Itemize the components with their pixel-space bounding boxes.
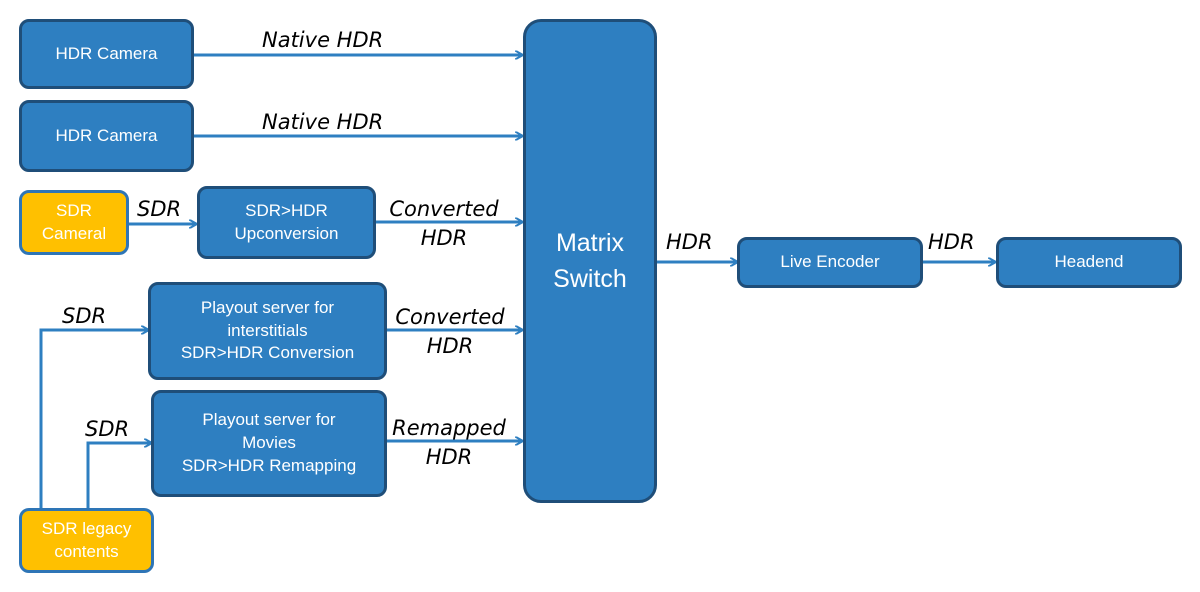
interstitials-line-2: interstitials	[227, 320, 308, 340]
sdr-legacy-contents: SDR legacy contents	[19, 508, 154, 573]
matrix-switch: Matrix Switch	[523, 19, 657, 503]
label-remapped-hdr: Remapped HDR	[390, 414, 508, 473]
hdr-camera-2: HDR Camera	[19, 100, 194, 172]
converted-hdr-1-line-1: Converted	[389, 197, 499, 221]
upconversion-line-2: Upconversion	[234, 223, 339, 243]
sdr-camera: SDR Cameral	[19, 190, 129, 255]
interstitials-line-1: Playout server for	[200, 297, 335, 317]
sdr-camera-line-1: SDR	[56, 200, 92, 220]
label-converted-hdr-1: Converted HDR	[386, 195, 502, 254]
label-sdr-to-interstitials: SDR	[62, 304, 107, 328]
converted-hdr-2-line-1: Converted	[395, 305, 505, 329]
movies-line-2: Movies	[242, 433, 296, 453]
remapped-hdr-line-1: Remapped	[392, 416, 506, 440]
label-sdr-camera-out: SDR	[137, 197, 182, 221]
label-converted-hdr-2: Converted HDR	[392, 303, 508, 362]
label-native-hdr-2: Native HDR	[262, 110, 384, 134]
live-encoder-label: Live Encoder	[780, 252, 880, 272]
remapped-hdr-line-2: HDR	[425, 445, 473, 470]
arrow-legacy-to-interstitials	[39, 330, 148, 510]
label-encoder-out: HDR	[928, 230, 975, 254]
sdr-hdr-upconversion: SDR>HDR Upconversion	[197, 186, 376, 259]
headend-label: Headend	[1054, 252, 1124, 272]
hdr-camera-2-label: HDR Camera	[55, 125, 158, 145]
legacy-line-2: contents	[54, 541, 119, 561]
hdr-camera-1: HDR Camera	[19, 19, 194, 89]
headend: Headend	[996, 237, 1182, 288]
playout-server-interstitials: Playout server for interstitials SDR>HDR…	[148, 282, 387, 380]
upconversion-line-1: SDR>HDR	[245, 200, 328, 220]
converted-hdr-2-line-2: HDR	[426, 334, 474, 359]
label-sdr-to-movies: SDR	[85, 417, 130, 441]
hdr-camera-1-label: HDR Camera	[55, 43, 158, 63]
movies-line-3: SDR>HDR Remapping	[181, 455, 357, 475]
matrix-line-1: Matrix	[555, 228, 625, 257]
label-matrix-out: HDR	[666, 230, 713, 254]
label-native-hdr-1: Native HDR	[262, 28, 384, 52]
converted-hdr-1-line-2: HDR	[420, 226, 468, 251]
interstitials-line-3: SDR>HDR Conversion	[180, 343, 355, 363]
arrow-legacy-to-movies	[86, 443, 151, 510]
movies-line-1: Playout server for	[202, 410, 336, 430]
playout-server-movies: Playout server for Movies SDR>HDR Remapp…	[151, 390, 387, 497]
live-encoder: Live Encoder	[737, 237, 923, 288]
matrix-line-2: Switch	[553, 265, 627, 293]
legacy-line-1: SDR legacy	[41, 518, 132, 538]
sdr-camera-line-2: Cameral	[41, 223, 107, 243]
